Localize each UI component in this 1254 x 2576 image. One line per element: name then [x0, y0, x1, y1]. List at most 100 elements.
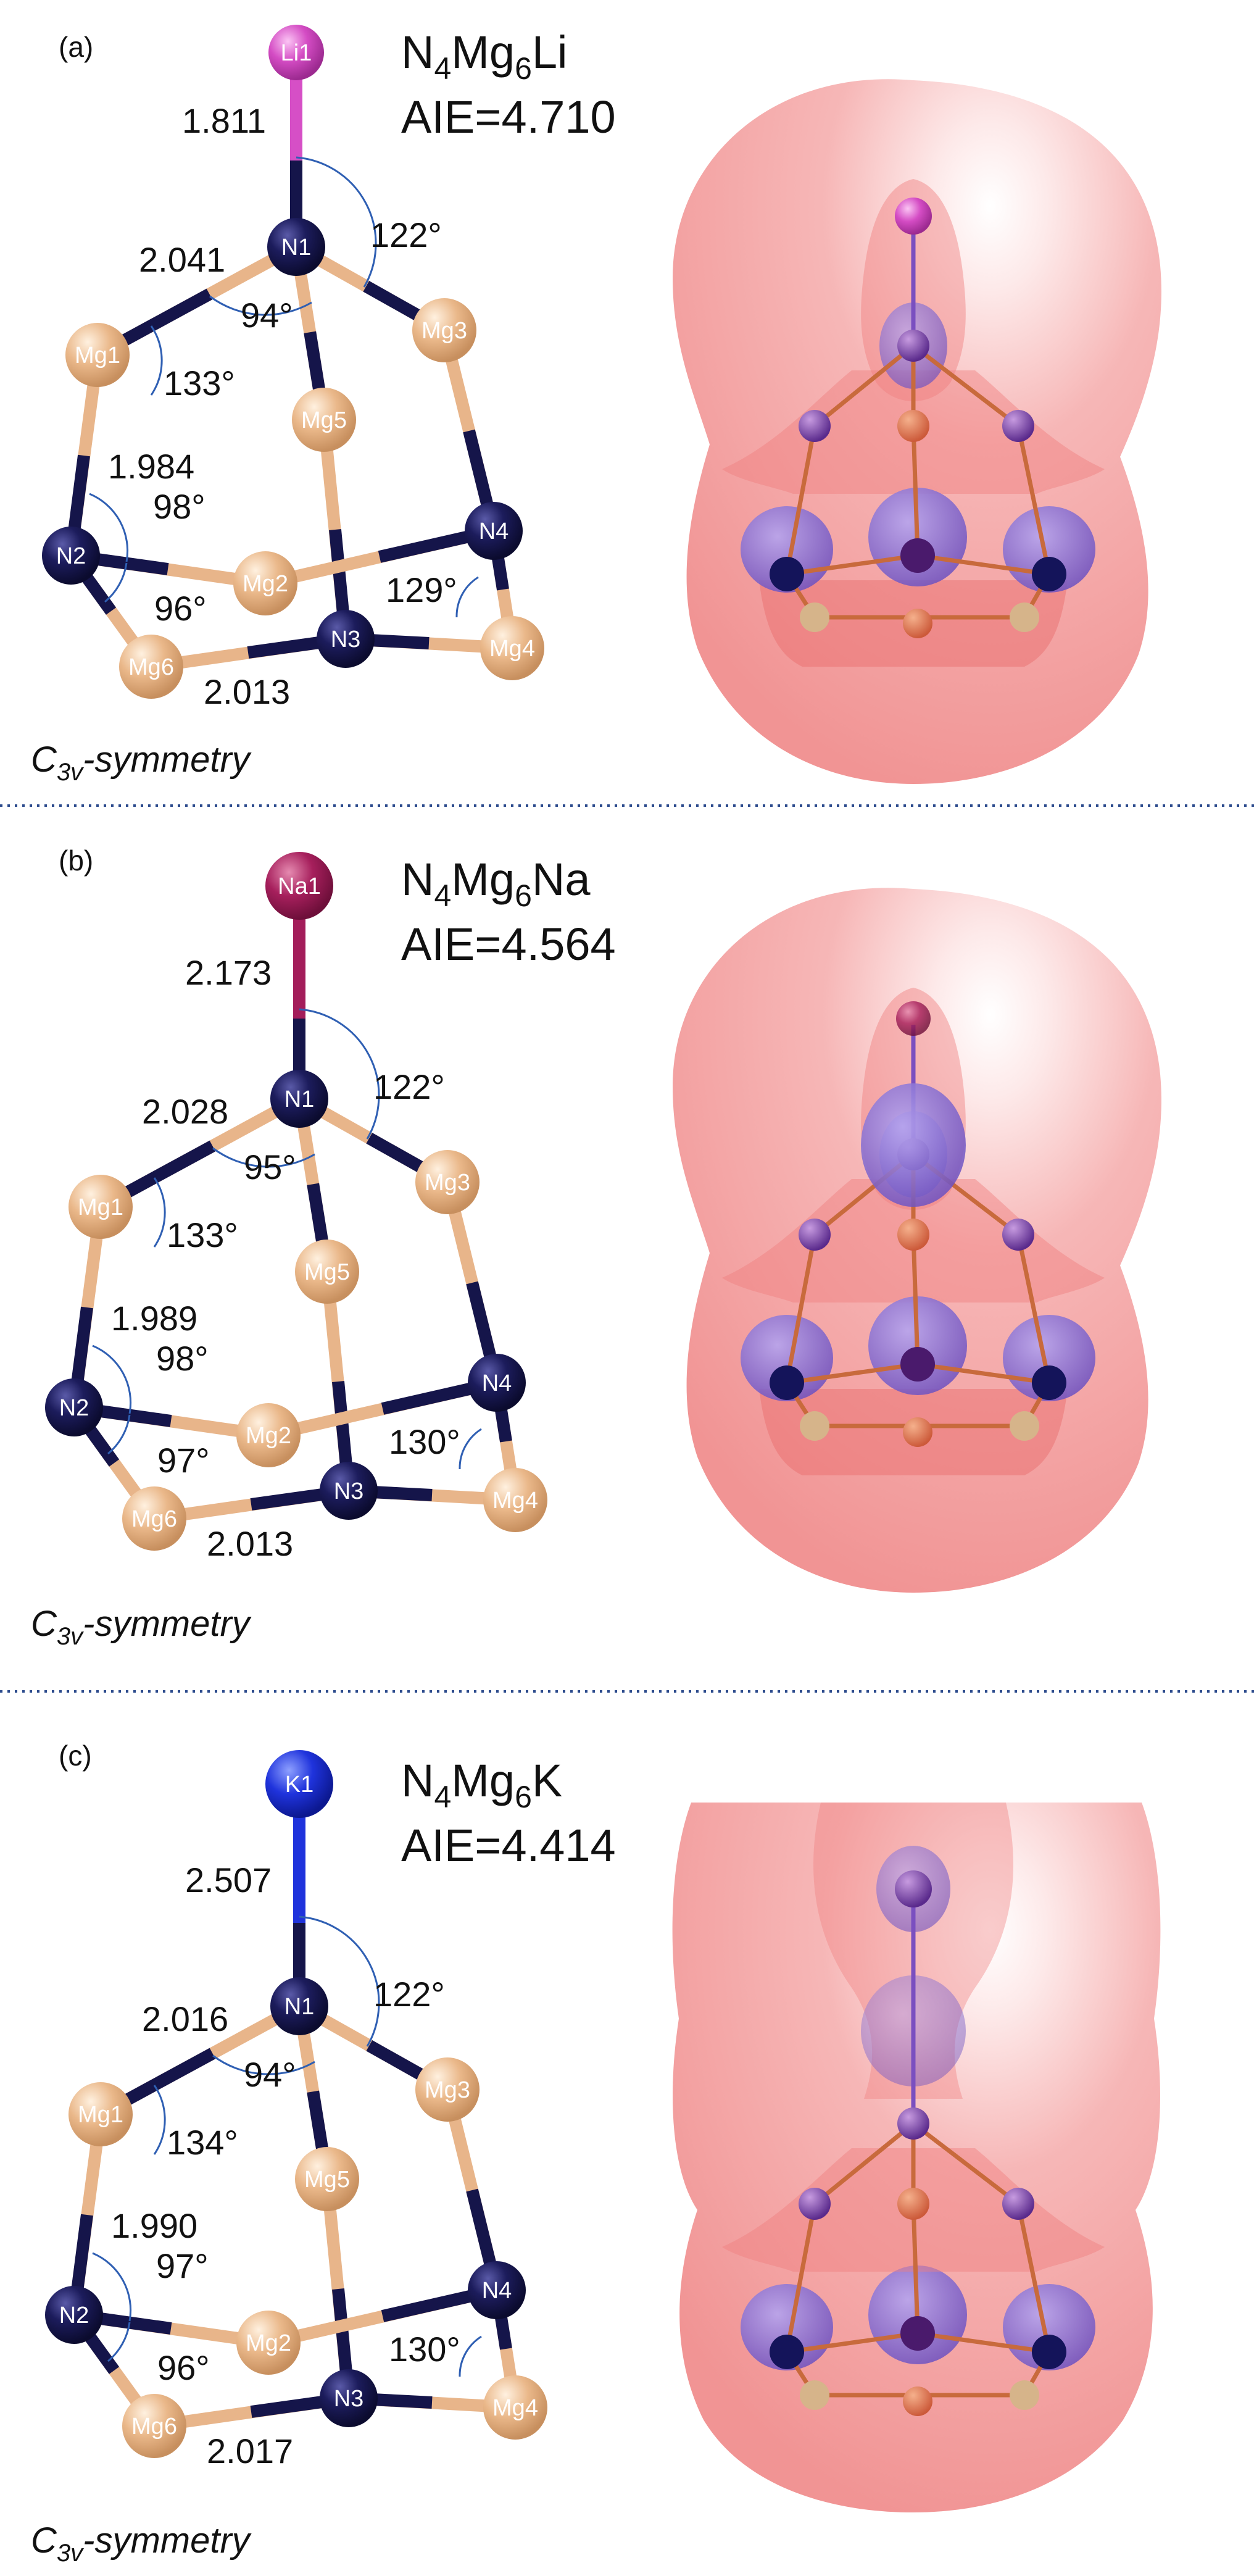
svg-text:N3: N3 [331, 627, 361, 652]
formula: N4Mg6Li [401, 27, 568, 86]
aie-value: AIE=4.414 [401, 1820, 616, 1871]
svg-text:N1: N1 [281, 235, 312, 261]
isosurface-render [673, 79, 1161, 784]
atom-mg5: Mg5 [295, 2147, 359, 2211]
formula: N4Mg6Na [401, 854, 591, 913]
bond-angle: 97° [156, 2246, 209, 2285]
svg-text:Mg3: Mg3 [421, 318, 467, 344]
atom-top: K1 [265, 1750, 333, 1818]
atom-mg2: Mg2 [236, 1403, 301, 1467]
angle-arc [107, 2322, 131, 2362]
bond-length: 1.989 [111, 1299, 197, 1338]
angle-arc [212, 1147, 315, 1168]
bond-length: 2.173 [185, 953, 272, 992]
bond-angle: 94° [244, 2055, 296, 2094]
bond-length: 2.013 [204, 672, 290, 711]
angle-arc [107, 1414, 131, 1455]
atom-mg6: Mg6 [119, 635, 183, 699]
svg-text:Mg2: Mg2 [243, 571, 288, 597]
angle-arc [299, 1008, 380, 1140]
svg-text:Mg4: Mg4 [492, 2395, 538, 2421]
bond-length: 2.507 [185, 1861, 272, 1899]
bond-angle: 96° [154, 589, 207, 628]
bond-angle: 129° [386, 570, 457, 609]
bond-angle: 95° [244, 1148, 296, 1186]
atom-mg1: Mg1 [65, 323, 130, 387]
bond-length: 2.016 [142, 1999, 228, 2038]
bond-length: 2.041 [139, 240, 225, 279]
panel-label: (c) [59, 1740, 92, 1772]
svg-text:Mg6: Mg6 [128, 654, 174, 680]
atom-n4: N4 [468, 1354, 526, 1412]
svg-text:Mg3: Mg3 [425, 1170, 470, 1196]
atom-mg6: Mg6 [122, 1486, 186, 1551]
isosurface-render [672, 1803, 1161, 2512]
atom-n1: N1 [267, 218, 325, 276]
bond-angle: 97° [157, 1441, 210, 1480]
svg-text:Mg4: Mg4 [489, 636, 535, 662]
svg-text:Mg4: Mg4 [492, 1488, 538, 1514]
atom-mg2: Mg2 [233, 551, 297, 615]
svg-text:Mg3: Mg3 [425, 2077, 470, 2103]
angle-arc [153, 2085, 166, 2155]
angle-arc [455, 576, 479, 618]
svg-text:N2: N2 [56, 543, 86, 569]
svg-text:N4: N4 [482, 2278, 512, 2304]
molecule-structure: Na1 N1 Mg1 Mg3 Mg5 N2 N4 Mg2 N3 Mg6 Mg4 … [45, 852, 547, 1563]
atom-n3: N3 [320, 1462, 378, 1520]
angle-arc [459, 2335, 482, 2377]
atom-mg6: Mg6 [122, 2394, 186, 2458]
atom-mg3: Mg3 [415, 1150, 480, 1214]
panel-b: (b) N4Mg6Na AIE=4.564 Na1 N1 Mg1 Mg3 Mg5… [31, 844, 1161, 1650]
angle-arc [153, 1177, 166, 1248]
bond-angle: 122° [373, 1975, 445, 2014]
atom-top: Li1 [268, 25, 324, 80]
angle-arc [299, 1915, 380, 2047]
bond-angle: 133° [167, 1215, 238, 1254]
panel-c: (c) N4Mg6K AIE=4.414 [31, 1740, 1161, 2567]
svg-text:N1: N1 [284, 1994, 315, 2020]
isosurface-render [673, 888, 1161, 1593]
atom-top: Na1 [265, 852, 333, 920]
atom-n3: N3 [317, 610, 375, 668]
bond-angle: 122° [373, 1067, 445, 1106]
panel-label: (b) [59, 844, 93, 877]
atom-mg1: Mg1 [69, 2082, 133, 2146]
bond-angle: 98° [156, 1339, 209, 1378]
angle-arc [150, 325, 163, 396]
svg-text:Mg5: Mg5 [304, 1259, 350, 1285]
svg-text:Mg6: Mg6 [131, 1506, 177, 1532]
symmetry-label: C3v-symmetry [31, 1604, 252, 1650]
angle-arc [212, 2054, 315, 2075]
bond-length: 1.811 [182, 101, 266, 140]
atom-n2: N2 [45, 2286, 103, 2344]
svg-text:Mg6: Mg6 [131, 2414, 177, 2440]
molecule-structure: Li1 N1 Mg1 Mg3 Mg5 N2 N4 Mg2 N3 Mg6 Mg4 … [42, 25, 544, 711]
molecule-structure: K1 N1 Mg1 Mg3 Mg5 N2 N4 Mg2 N3 Mg6 Mg4 2… [45, 1750, 547, 2470]
svg-text:Na1: Na1 [278, 873, 321, 899]
atom-mg4: Mg4 [483, 2375, 547, 2440]
atom-mg4: Mg4 [483, 1468, 547, 1532]
atom-mg3: Mg3 [412, 298, 476, 362]
angle-arc [459, 1428, 482, 1470]
angle-arc [92, 1344, 132, 1414]
atom-mg2: Mg2 [236, 2311, 301, 2375]
angle-arc [296, 156, 377, 288]
bond-length: 1.984 [108, 447, 194, 486]
bond-angle: 96° [157, 2348, 210, 2387]
panel-a: (a) N4Mg6Li AIE=4.710 Li1 N1 Mg1 Mg3 Mg5… [31, 25, 1161, 786]
svg-text:Mg1: Mg1 [78, 2102, 123, 2128]
bond-angle: 133° [164, 364, 235, 402]
svg-text:Mg2: Mg2 [246, 1423, 291, 1449]
aie-value: AIE=4.710 [401, 91, 616, 143]
atom-n2: N2 [42, 527, 100, 585]
svg-text:N3: N3 [334, 2386, 364, 2412]
angle-arc [104, 562, 128, 603]
symmetry-label: C3v-symmetry [31, 740, 252, 786]
svg-text:Mg1: Mg1 [78, 1194, 123, 1220]
atom-mg4: Mg4 [480, 616, 544, 680]
bond-angle: 94° [241, 296, 293, 335]
atom-n3: N3 [320, 2369, 378, 2427]
svg-text:Mg5: Mg5 [301, 407, 347, 433]
atom-n1: N1 [270, 1977, 328, 2035]
